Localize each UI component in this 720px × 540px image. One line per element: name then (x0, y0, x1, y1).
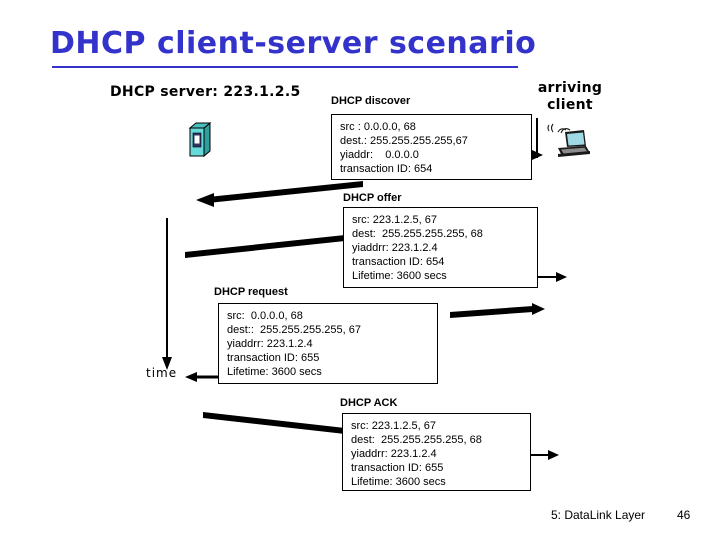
dhcp-request-line-transaction-id: transaction ID: 655 (227, 352, 320, 364)
dhcp-offer-box: src: 223.1.2.5, 67 dest: 255.255.255.255… (343, 207, 538, 288)
arrow-dhcp-request (450, 303, 545, 318)
arrow-ack-client-stub (531, 450, 559, 460)
dhcp-offer-line-transaction-id: transaction ID: 654 (352, 256, 445, 268)
dhcp-request-line-src: src: 0.0.0.0, 68 (227, 310, 303, 322)
dhcp-offer-line-dest: dest: 255.255.255.255, 68 (352, 228, 483, 240)
page-title: DHCP client-server scenario (50, 26, 537, 61)
dhcp-offer-line-yiaddr: yiaddrr: 223.1.2.4 (352, 242, 438, 254)
dhcp-discover-line-transaction-id: transaction ID: 654 (340, 163, 433, 175)
dhcp-discover-box: src : 0.0.0.0, 68 dest.: 255.255.255.255… (331, 114, 532, 180)
footer-page-number: 46 (677, 508, 691, 522)
dhcp-ack-line-lifetime: Lifetime: 3600 secs (351, 476, 446, 488)
laptop-wireless-icon (545, 120, 593, 162)
dhcp-ack-box: src: 223.1.2.5, 67 dest: 255.255.255.255… (342, 413, 531, 491)
dhcp-ack-header: DHCP ACK (340, 397, 398, 409)
server-tower-icon (188, 121, 214, 158)
dhcp-offer-line-lifetime: Lifetime: 3600 secs (352, 270, 447, 282)
dhcp-request-box: src: 0.0.0.0, 68 dest:: 255.255.255.255,… (218, 303, 438, 384)
dhcp-offer-header: DHCP offer (343, 192, 402, 204)
arrow-dhcp-discover (196, 181, 363, 207)
dhcp-request-line-lifetime: Lifetime: 3600 secs (227, 366, 322, 378)
dhcp-ack-line-yiaddr: yiaddrr: 223.1.2.4 (351, 448, 437, 460)
arrow-dhcp-offer (185, 235, 345, 258)
dhcp-ack-line-transaction-id: transaction ID: 655 (351, 462, 444, 474)
time-axis-label: time (146, 366, 178, 380)
dhcp-discover-line-dest: dest.: 255.255.255.255,67 (340, 135, 468, 147)
server-label: DHCP server: 223.1.2.5 (110, 84, 301, 100)
title-underline (52, 66, 518, 68)
dhcp-request-line-dest: dest:: 255.255.255.255, 67 (227, 324, 361, 336)
dhcp-discover-line-yiaddr: yiaddr: 0.0.0.0 (340, 149, 419, 161)
dhcp-discover-line-src: src : 0.0.0.0, 68 (340, 121, 416, 133)
dhcp-ack-line-src: src: 223.1.2.5, 67 (351, 420, 436, 432)
client-label-line1: arriving (537, 80, 603, 96)
arrow-dhcp-ack (203, 412, 345, 434)
client-label-line2: client (547, 97, 593, 113)
footer-chapter-label: 5: DataLink Layer (551, 508, 646, 522)
dhcp-ack-line-dest: dest: 255.255.255.255, 68 (351, 434, 482, 446)
dhcp-request-header: DHCP request (214, 286, 288, 298)
dhcp-discover-header: DHCP discover (331, 95, 411, 107)
time-axis-arrow (162, 218, 172, 370)
client-label: arriving client (532, 80, 608, 114)
dhcp-request-line-yiaddr: yiaddrr: 223.1.2.4 (227, 338, 313, 350)
dhcp-offer-line-src: src: 223.1.2.5, 67 (352, 214, 437, 226)
arrow-request-to-server (185, 372, 222, 382)
arrow-offer-client-stub (538, 272, 567, 282)
